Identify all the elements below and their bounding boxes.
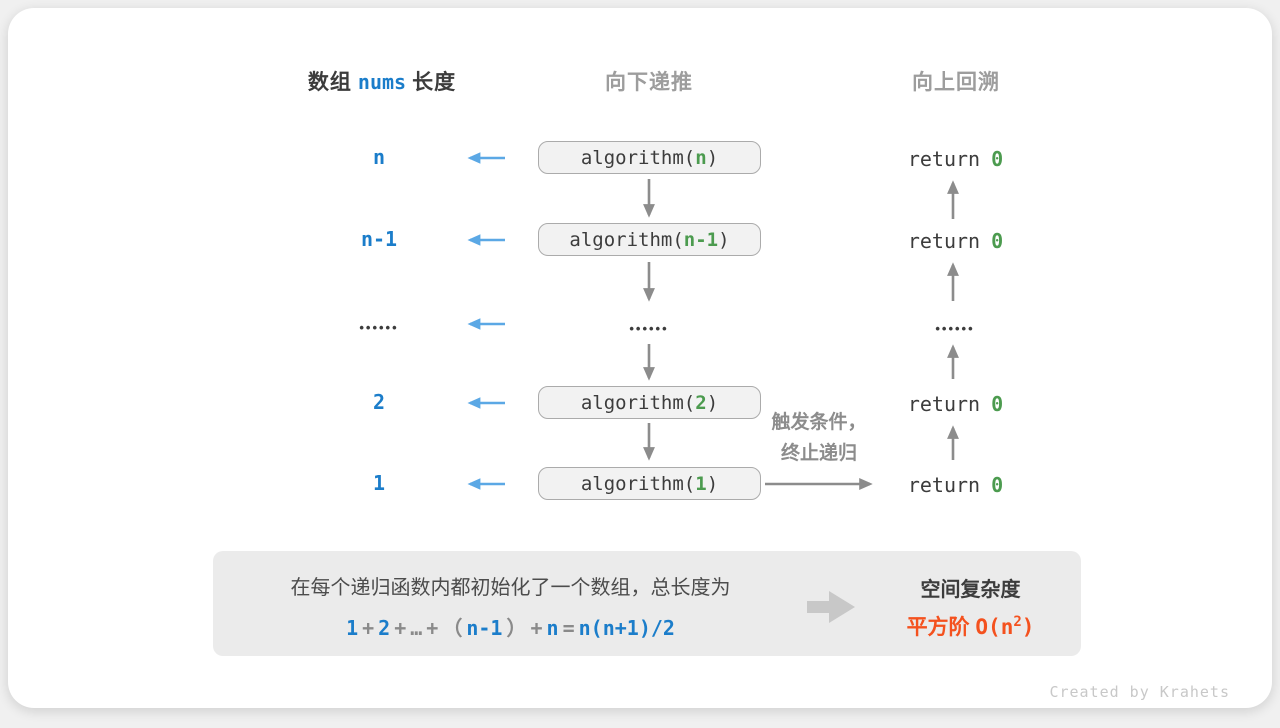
formula-result: n(n+1)/2 bbox=[578, 616, 675, 640]
call-box-2: algorithm(2) bbox=[538, 386, 761, 419]
formula-op: + bbox=[362, 616, 375, 640]
summary-panel: 在每个递归函数内都初始化了一个数组，总长度为 1+2+…+（n-1）+n=n(n… bbox=[213, 551, 1081, 656]
return-label-n: return 0 bbox=[888, 147, 1023, 171]
call-arg: 1 bbox=[695, 472, 707, 495]
terminate-note-line1: 触发条件， bbox=[771, 412, 867, 433]
call-text: algorithm( bbox=[580, 146, 696, 169]
length-label-1: 1 bbox=[372, 471, 386, 495]
call-box-n-1: algorithm(n-1) bbox=[538, 223, 761, 256]
header-length-label: 长度 bbox=[412, 71, 457, 94]
credit-text: Created by Krahets bbox=[1049, 683, 1230, 701]
ellipsis-right-column: •••••• bbox=[935, 321, 975, 336]
formula-paren-close: ） bbox=[506, 618, 527, 640]
return-label-n-1: return 0 bbox=[888, 229, 1023, 253]
return-label-1: return 0 bbox=[888, 473, 1023, 497]
terminate-note-line2: 终止递归 bbox=[780, 443, 857, 464]
call-box-1: algorithm(1) bbox=[538, 467, 761, 500]
call-text-close: ) bbox=[706, 391, 719, 414]
ellipsis-length-column: •••••• bbox=[359, 320, 399, 335]
formula-term: n-1 bbox=[466, 616, 503, 640]
call-text-close: ) bbox=[718, 228, 730, 251]
formula-op: + bbox=[530, 616, 543, 640]
formula-equals: = bbox=[562, 616, 575, 640]
return-keyword: return bbox=[907, 473, 981, 497]
return-value: 0 bbox=[991, 473, 1004, 497]
return-label-2: return 0 bbox=[888, 392, 1023, 416]
length-label-n: n bbox=[372, 145, 386, 169]
call-text-close: ) bbox=[706, 146, 719, 169]
return-value: 0 bbox=[991, 147, 1004, 171]
formula-term: 2 bbox=[378, 616, 391, 640]
call-text: algorithm( bbox=[569, 228, 684, 251]
length-label-n-1: n-1 bbox=[360, 227, 398, 251]
implies-arrow-icon bbox=[807, 591, 855, 623]
complexity-big-o: O(n2) bbox=[975, 614, 1035, 639]
call-arg: n-1 bbox=[683, 228, 719, 251]
return-value: 0 bbox=[991, 229, 1004, 253]
return-keyword: return bbox=[907, 229, 981, 253]
complexity-order-label: 平方阶 bbox=[906, 616, 970, 639]
column-header-backtrack-up: 向上回溯 bbox=[912, 71, 1000, 94]
summary-formula: 1+2+…+（n-1）+n=n(n+1)/2 bbox=[213, 612, 808, 641]
header-nums-code: nums bbox=[357, 70, 407, 94]
length-label-2: 2 bbox=[372, 390, 386, 414]
formula-term: n bbox=[546, 616, 559, 640]
summary-text: 在每个递归函数内都初始化了一个数组，总长度为 bbox=[290, 577, 731, 599]
complexity-exponent: 2 bbox=[1013, 614, 1022, 630]
formula-paren-open: （ bbox=[442, 618, 463, 640]
return-value: 0 bbox=[991, 392, 1004, 416]
call-text-close: ) bbox=[706, 472, 719, 495]
formula-op: + bbox=[426, 616, 439, 640]
call-text: algorithm( bbox=[580, 472, 696, 495]
call-arg: n bbox=[695, 146, 707, 169]
formula-ellipsis: … bbox=[410, 616, 423, 640]
call-box-n: algorithm(n) bbox=[538, 141, 761, 174]
call-arg: 2 bbox=[695, 391, 707, 414]
space-complexity-title: 空间复杂度 bbox=[920, 579, 1021, 601]
space-complexity-value: 平方阶 O(n2) bbox=[863, 611, 1078, 641]
return-keyword: return bbox=[907, 147, 981, 171]
call-text: algorithm( bbox=[580, 391, 696, 414]
header-array-label: 数组 bbox=[307, 71, 352, 94]
formula-op: + bbox=[394, 616, 407, 640]
return-keyword: return bbox=[907, 392, 981, 416]
formula-term: 1 bbox=[346, 616, 359, 640]
terminate-condition-note: 触发条件， 终止递归 bbox=[738, 407, 900, 469]
ellipsis-middle-column: •••••• bbox=[629, 321, 669, 336]
column-header-recurse-down: 向下递推 bbox=[605, 71, 693, 94]
